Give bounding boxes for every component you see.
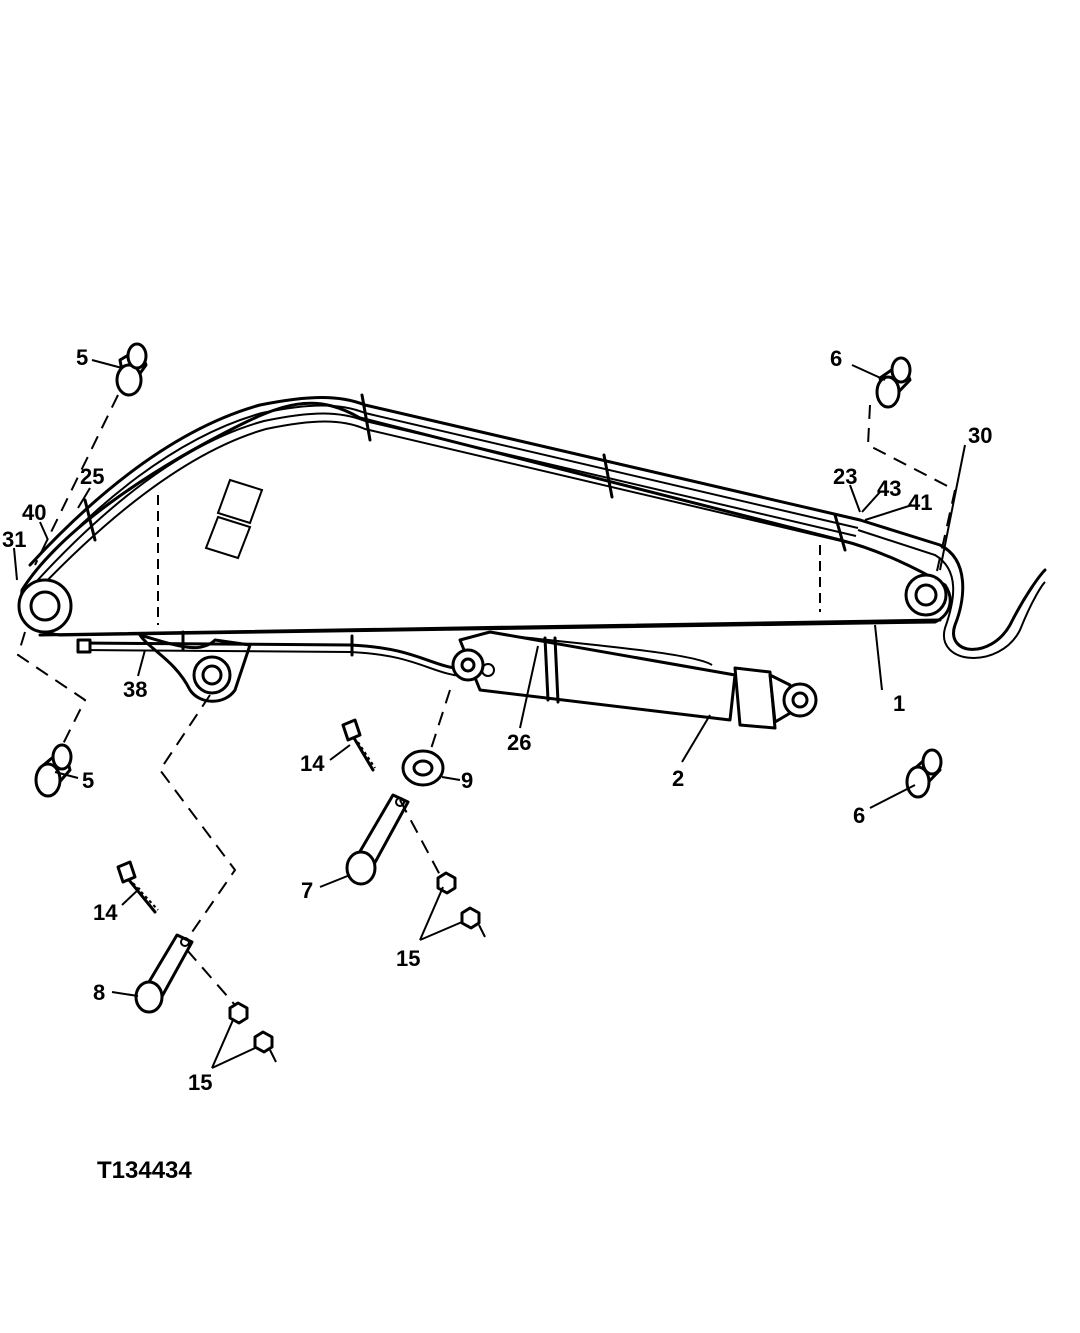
callout-14-upper: 14 — [300, 751, 325, 776]
callout-2: 2 — [672, 766, 684, 791]
callout-9: 9 — [461, 768, 473, 793]
leader-lines — [13, 359, 966, 1069]
callout-31: 31 — [2, 527, 26, 552]
callout-6-lower: 6 — [853, 803, 865, 828]
nuts-15-upper — [436, 871, 486, 938]
callout-40: 40 — [22, 500, 46, 525]
callout-41: 41 — [908, 490, 932, 515]
callout-8: 8 — [93, 980, 105, 1005]
callout-15-upper: 15 — [396, 946, 420, 971]
hydraulic-cylinder — [451, 630, 818, 730]
callout-14-lower: 14 — [93, 900, 118, 925]
callout-23: 23 — [833, 464, 857, 489]
pin-7 — [345, 793, 410, 886]
callout-25: 25 — [80, 464, 104, 489]
callout-15-lower: 15 — [188, 1070, 212, 1095]
pin-5-lower — [34, 743, 73, 798]
alignment-lines — [16, 394, 957, 1006]
pin-5-upper — [115, 342, 148, 397]
callout-1: 1 — [893, 691, 905, 716]
callouts: 5 6 30 23 43 41 25 40 31 38 1 26 2 5 6 1… — [2, 345, 992, 1095]
callout-6-upper: 6 — [830, 346, 842, 371]
bolt-14-upper — [341, 718, 376, 772]
washer-9 — [401, 749, 445, 787]
callout-5-lower: 5 — [82, 768, 94, 793]
callout-38: 38 — [123, 677, 147, 702]
pin-6-lower — [905, 748, 943, 799]
nuts-15-lower — [228, 1001, 277, 1063]
callout-26: 26 — [507, 730, 531, 755]
callout-30: 30 — [968, 423, 992, 448]
figure-id: T134434 — [97, 1157, 192, 1184]
callout-43: 43 — [877, 476, 901, 501]
callout-5-upper: 5 — [76, 345, 88, 370]
callout-7: 7 — [301, 878, 313, 903]
pin-6-upper — [875, 356, 912, 409]
bolt-14-lower — [116, 860, 159, 914]
pin-8 — [134, 933, 194, 1014]
